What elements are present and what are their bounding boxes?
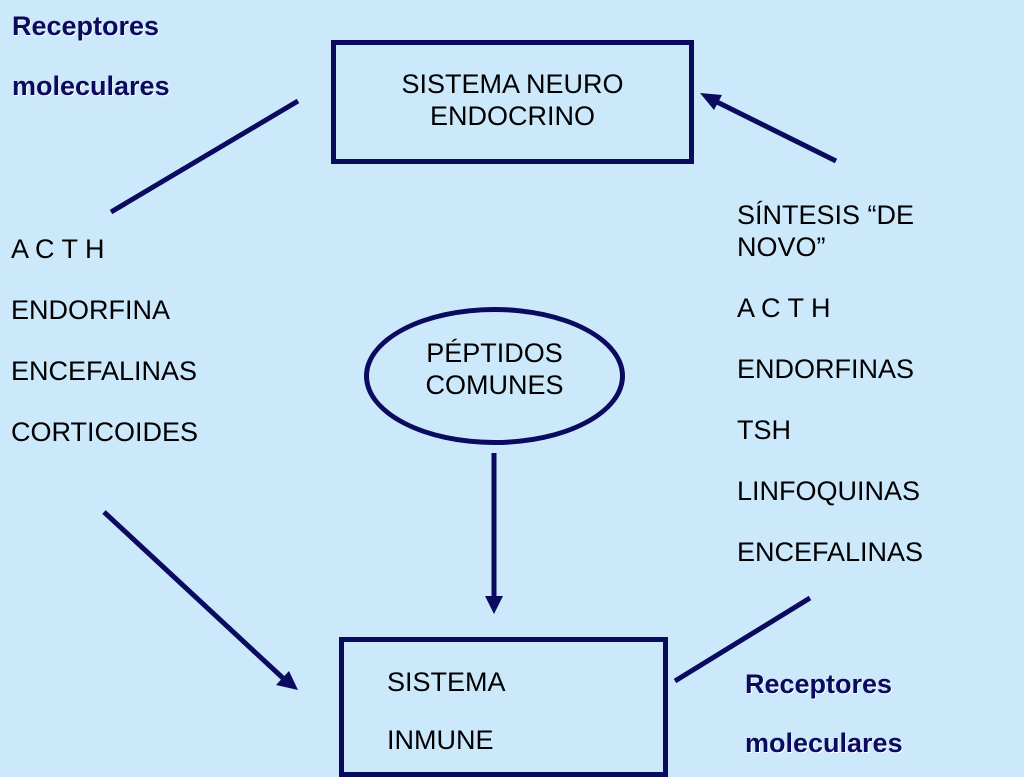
neuro-endocrine-line1: SISTEMA NEURO: [401, 69, 624, 99]
arrow-synthesis-to-neuro: [705, 94, 838, 164]
right-list-item: NOVO”: [737, 232, 826, 262]
arrow-corticoides-to-immune: [102, 510, 287, 682]
neuro-endocrine-label: SISTEMA NEURO ENDOCRINO: [331, 68, 694, 132]
left-list-item: ENDORFINA: [11, 295, 171, 325]
receptors-bottom-right-line1: Receptores: [745, 669, 893, 699]
arrowhead-down: [485, 596, 503, 614]
line-receptors-to-acth: [109, 98, 300, 215]
neuro-endocrine-box: [331, 40, 694, 164]
receptors-top-left-line1: Receptores: [12, 11, 160, 41]
receptors-top-left-line2: moleculares: [12, 71, 170, 101]
right-list-item: A C T H: [737, 293, 831, 323]
peptides-line2: COMUNES: [425, 370, 564, 400]
peptides-line1: PÉPTIDOS: [426, 338, 563, 368]
left-list-item: ENCEFALINAS: [11, 356, 198, 386]
arrowhead-neuro: [700, 93, 722, 110]
immune-line2: INMUNE: [387, 725, 494, 755]
immune-label: SISTEMA INMUNE: [387, 666, 506, 756]
left-list-item: A C T H: [11, 234, 105, 264]
right-list-item: ENCEFALINAS: [737, 537, 924, 567]
right-list-item: SÍNTESIS “DE: [737, 200, 915, 230]
line-immune-to-receptors: [673, 595, 812, 684]
right-list: SÍNTESIS “DE NOVO” A C T H ENDORFINAS TS…: [737, 199, 923, 568]
right-list-item: TSH: [737, 415, 791, 445]
receptors-bottom-right: Receptores moleculares: [745, 668, 903, 759]
immune-line1: SISTEMA: [387, 667, 506, 697]
peptides-ellipse: [364, 307, 625, 445]
receptors-top-left: Receptores moleculares: [12, 10, 170, 102]
right-list-item: LINFOQUINAS: [737, 476, 921, 506]
receptors-bottom-right-line2: moleculares: [745, 728, 903, 758]
neuro-endocrine-line2: ENDOCRINO: [429, 101, 595, 131]
right-list-item: ENDORFINAS: [737, 354, 915, 384]
left-list: A C T H ENDORFINA ENCEFALINAS CORTICOIDE…: [11, 233, 198, 477]
peptides-label: PÉPTIDOS COMUNES: [364, 337, 625, 401]
left-list-item: CORTICOIDES: [11, 417, 199, 447]
arrowhead-immune: [276, 671, 298, 690]
